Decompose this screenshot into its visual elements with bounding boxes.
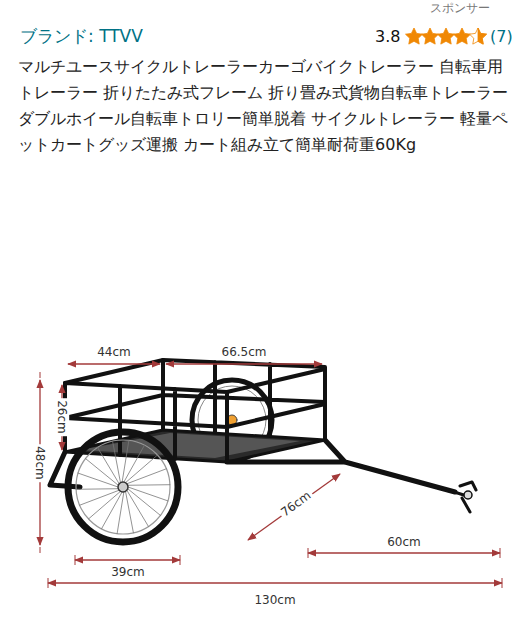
wheel-spoke [102,492,123,529]
wheel-spoke [117,492,124,534]
rating-stars [406,28,487,44]
wheel-spoke [113,441,121,482]
dimension-label: 130cm [252,593,297,607]
wheel-spoke [127,469,166,484]
wheel-spoke [126,491,134,532]
brand-link: ブランド: TTVV [20,26,143,46]
rating-value: 3.8 [375,27,400,46]
wheel-spoke [122,440,129,482]
dimension-label: 26cm [55,398,69,436]
dimension-label: 44cm [95,345,133,359]
wheel-spoke [128,489,161,516]
dimension-label: 60cm [385,535,423,549]
wheel-spoke [80,490,119,505]
trailer-drawing [50,360,476,542]
wheel-spoke [127,490,149,526]
wheel-spoke [128,484,170,486]
review-count: (7) [490,27,513,46]
dimension-label: 39cm [109,565,147,579]
wheel-spoke [124,445,145,482]
product-title: マルチユースサイクルトレーラーカーゴバイクトレーラー 自転車用トレーラー 折りた… [18,54,516,158]
dimension-lines [40,364,502,588]
sponsor-tag: スポンサー [430,1,490,15]
wheel-spoke [98,447,120,483]
dimension-label: 76cm [277,487,316,521]
dimension-label: 66.5cm [219,345,268,359]
dimension-label: 48cm [33,444,47,482]
wheel-spoke [86,459,119,486]
wheel-spoke [76,488,118,490]
